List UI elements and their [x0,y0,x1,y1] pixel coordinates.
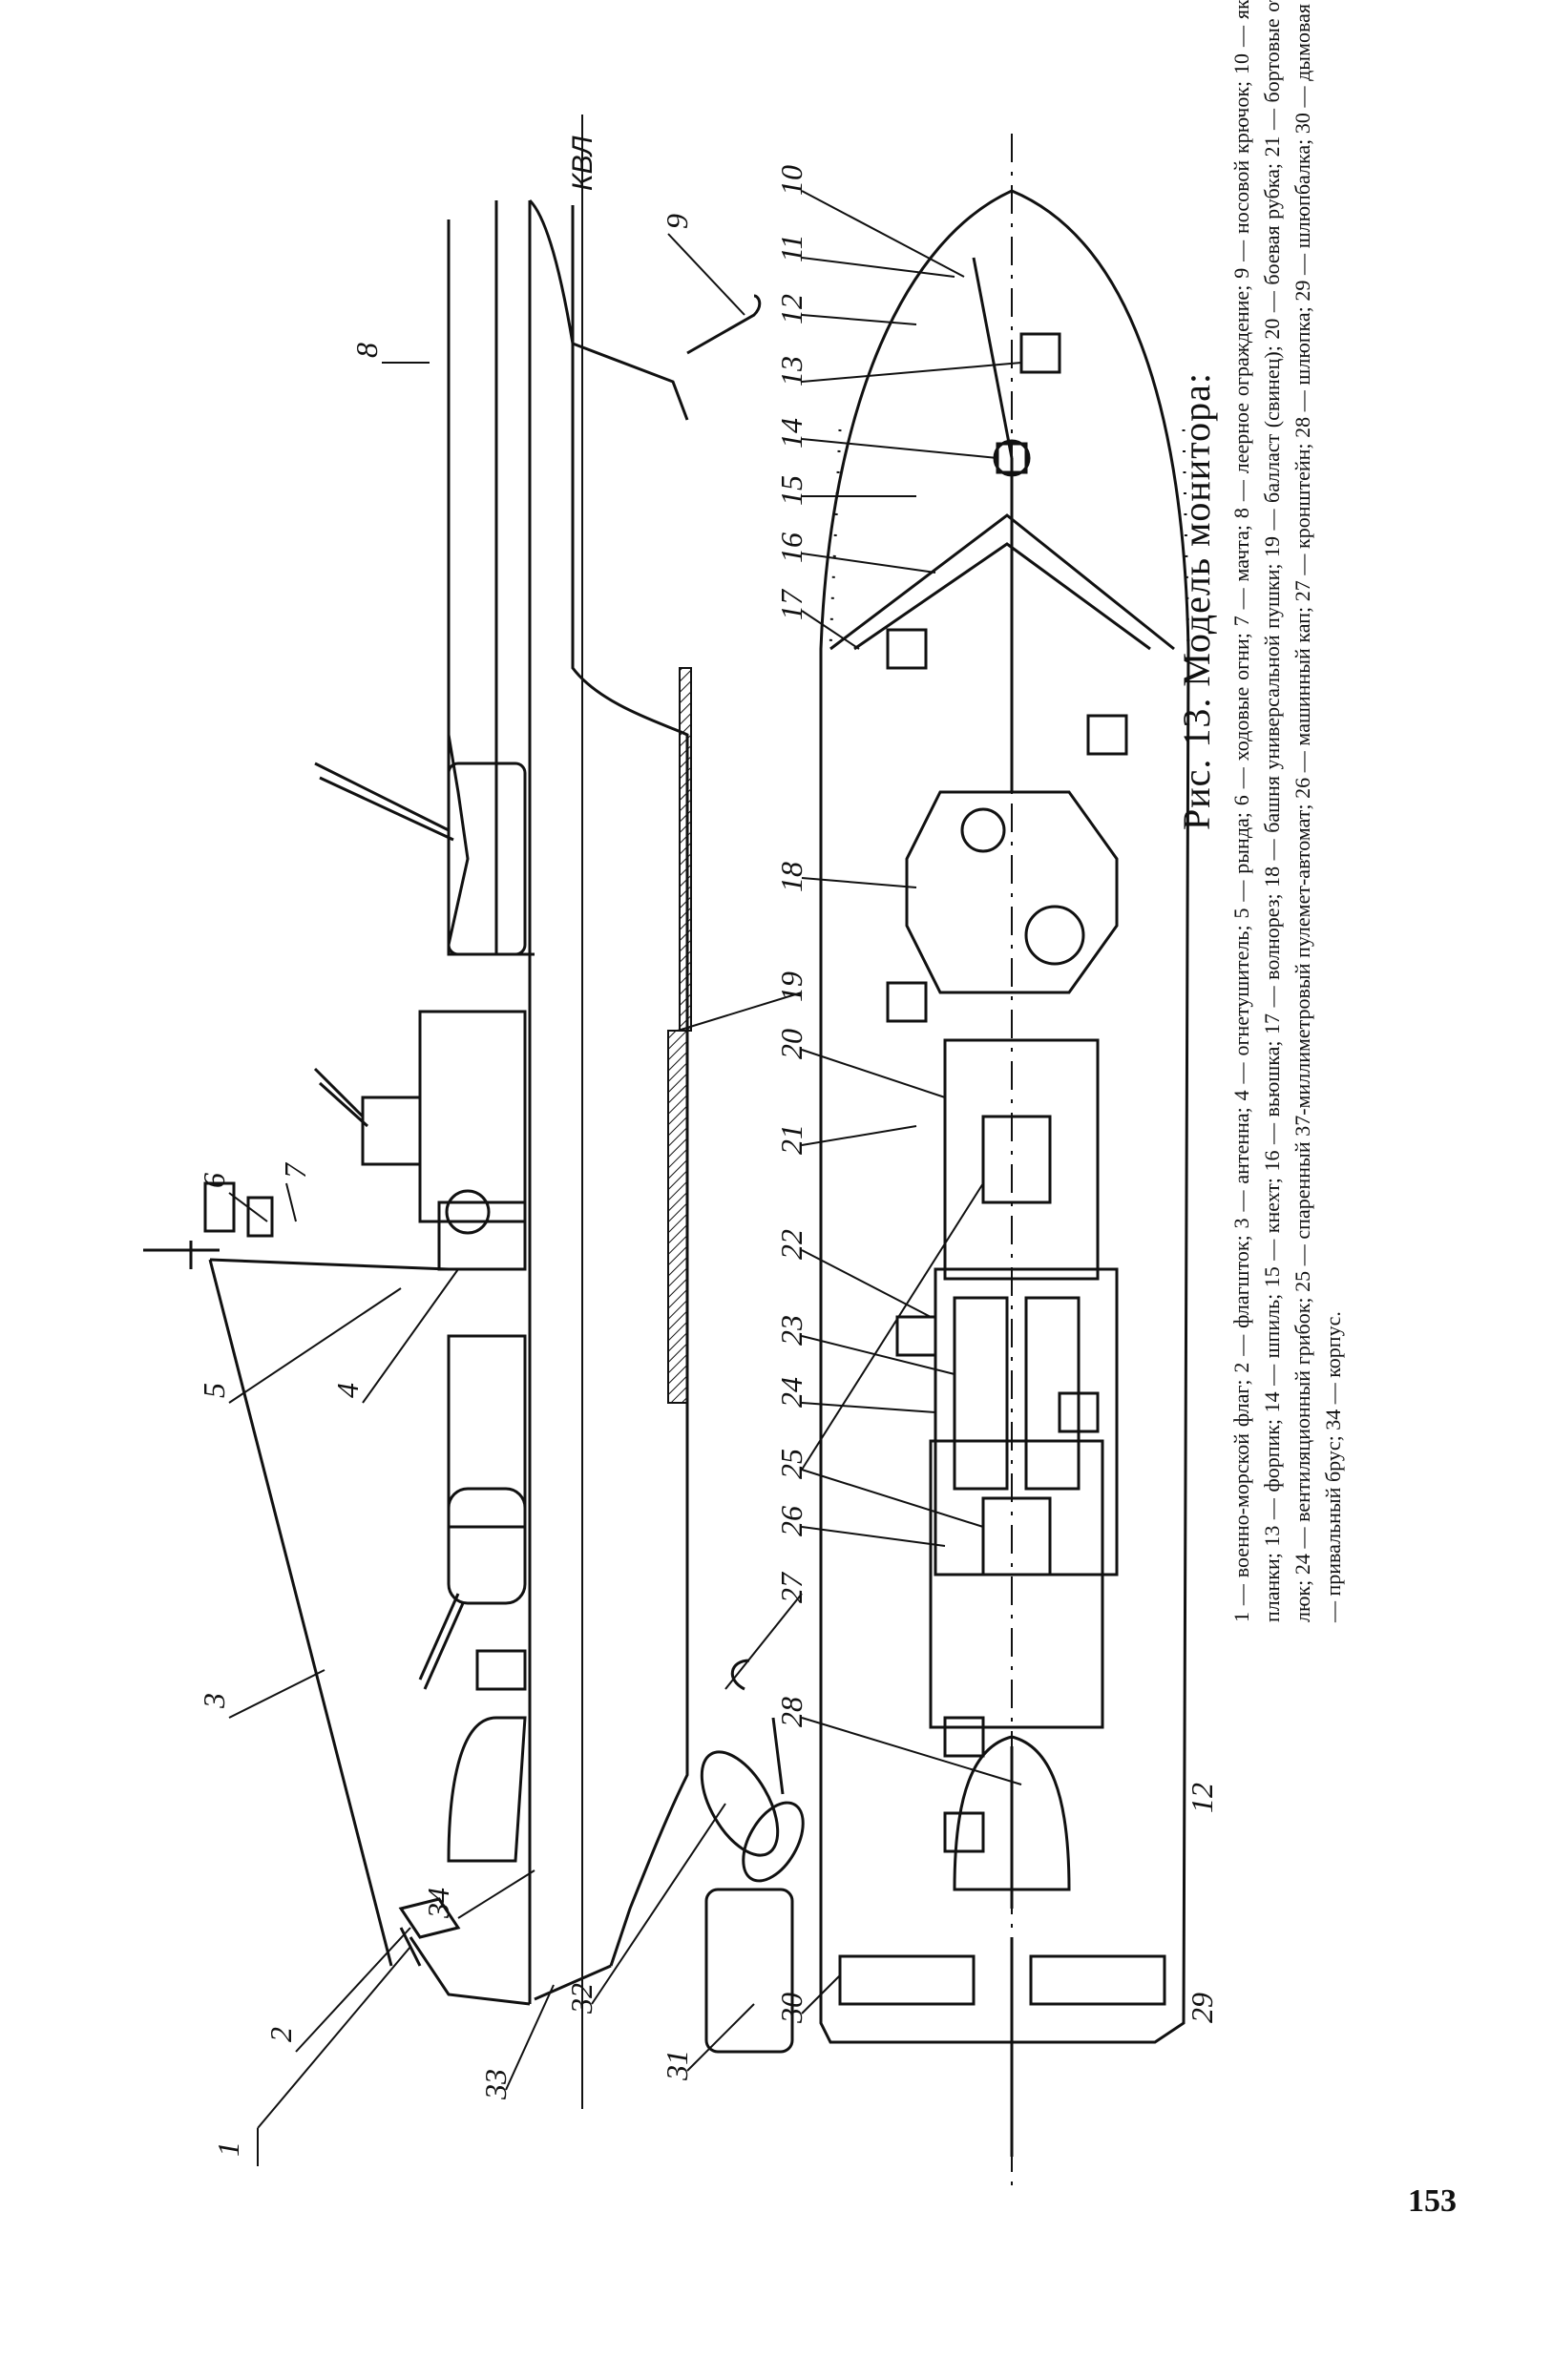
callout-15: 15 [774,475,808,506]
callout-28: 28 [774,1697,808,1727]
callout-numbers: 1 2 3 4 5 6 7 8 9 10 11 12 13 14 15 16 1… [197,165,1219,2157]
callout-12: 12 [774,294,808,324]
callout-32: 32 [564,1983,598,2015]
callout-30: 30 [774,1993,808,2024]
callout-16: 16 [774,532,808,563]
callout-19: 19 [774,971,808,1002]
plan-view [819,134,1190,2195]
callout-8: 8 [349,343,384,358]
callout-3: 3 [197,1693,231,1709]
figure-caption: Рис. 13. Модель монитора: 1 — военно-мор… [1174,0,1403,1622]
callout-24: 24 [774,1377,808,1408]
figure-legend: 1 — военно-морской флаг; 2 — флагшток; 3… [1229,0,1345,1622]
callout-4: 4 [330,1383,365,1398]
callout-11: 11 [774,234,808,262]
callout-18: 18 [774,862,808,892]
callout-33: 33 [478,2069,513,2100]
callout-13: 13 [774,356,808,386]
leader-lines [228,190,1022,2166]
waterline-label: КВЛ [567,136,598,191]
callout-25: 25 [774,1449,808,1479]
side-view [143,115,805,2109]
callout-12-stern: 12 [1185,1783,1219,1813]
callout-23: 23 [774,1315,808,1346]
callout-22: 22 [774,1229,808,1260]
callout-31: 31 [660,2050,694,2081]
callout-5: 5 [197,1383,231,1398]
callout-21: 21 [774,1124,808,1155]
callout-14: 14 [774,418,808,449]
callout-7: 7 [278,1161,312,1179]
callout-26: 26 [774,1506,808,1536]
callout-6: 6 [197,1173,231,1188]
callout-27: 27 [774,1571,808,1603]
callout-10: 10 [774,165,808,196]
callout-1: 1 [211,2141,245,2157]
figure-title: Рис. 13. Модель монитора: [1175,371,1218,831]
page-number: 153 [1408,2183,1457,2219]
callout-34: 34 [421,1888,455,1919]
callout-29: 29 [1185,1993,1219,2023]
callout-17: 17 [774,588,808,620]
callout-20: 20 [774,1029,808,1059]
callout-9: 9 [660,214,694,229]
callout-2: 2 [263,2027,298,2042]
